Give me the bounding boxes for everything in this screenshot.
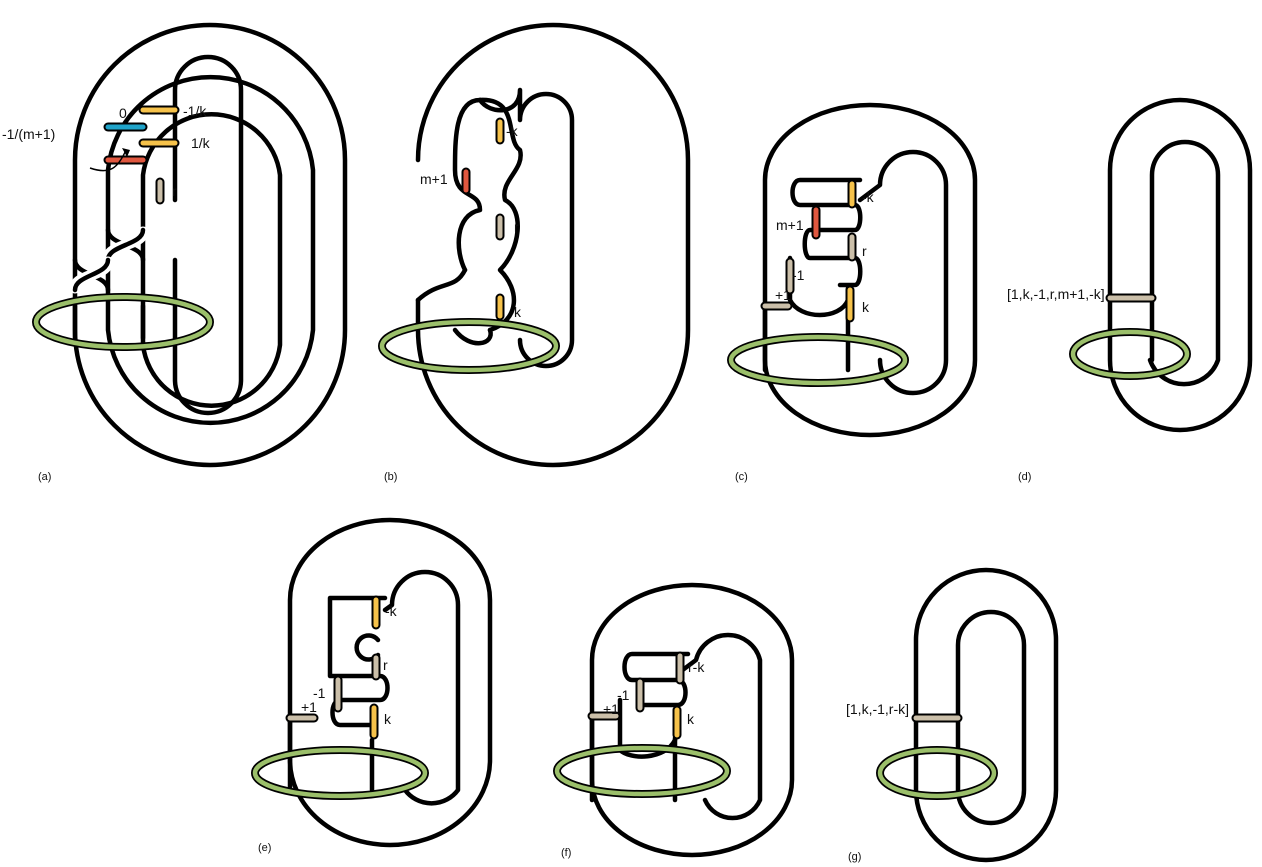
label-f-r-minus-k: r-k bbox=[688, 659, 705, 675]
caption-a: (a) bbox=[38, 471, 51, 483]
panel-c: -k m+1 r -1 +1 k (c) bbox=[727, 102, 978, 483]
label-e-neg-one: -1 bbox=[313, 685, 326, 701]
label-b-k: k bbox=[514, 304, 522, 320]
chain-c-1 bbox=[790, 177, 863, 288]
caption-b: (b) bbox=[384, 471, 397, 483]
chain-b-right bbox=[477, 97, 523, 333]
strand-a-4 bbox=[172, 54, 244, 416]
strand-f-outer bbox=[589, 582, 795, 858]
strand-g-inner bbox=[955, 609, 1027, 826]
label-b-m1: m+1 bbox=[420, 171, 448, 187]
panel-a: 0 -1/k 1/k r -1/(m+1) (a) bbox=[2, 22, 348, 483]
label-e-r: r bbox=[383, 657, 388, 673]
strand-e-outer bbox=[287, 517, 493, 848]
strand-d-inner bbox=[1147, 139, 1221, 387]
caption-e: (e) bbox=[258, 842, 271, 854]
strand-a-3 bbox=[140, 112, 283, 408]
strand-a-2 bbox=[105, 74, 316, 426]
label-b-neg-k: -k bbox=[506, 123, 519, 139]
label-a-neg-inv-k: -1/k bbox=[183, 103, 207, 119]
strand-a-outer bbox=[72, 22, 348, 468]
strand-d-outer bbox=[1107, 97, 1253, 433]
caption-f: (f) bbox=[561, 847, 571, 859]
green-circle-g bbox=[877, 747, 997, 799]
green-circle-e bbox=[252, 747, 428, 799]
strand-b-inner-loop bbox=[477, 87, 575, 369]
green-circle-b bbox=[379, 319, 559, 373]
label-a-neg-inv-m1: -1/(m+1) bbox=[2, 126, 55, 142]
strand-c-outer bbox=[762, 102, 978, 438]
twist-a-2 bbox=[105, 227, 146, 263]
label-f-k: k bbox=[687, 711, 695, 727]
label-e-k: k bbox=[384, 711, 392, 727]
chain-f-1 bbox=[622, 651, 691, 708]
green-circle-a bbox=[33, 294, 213, 350]
label-c-plus-one: +1 bbox=[775, 287, 791, 303]
green-circle-c bbox=[728, 334, 908, 386]
caption-c: (c) bbox=[735, 471, 748, 483]
label-f-neg-one: -1 bbox=[617, 687, 630, 703]
caption-g: (g) bbox=[848, 851, 861, 863]
label-a-zero: 0 bbox=[119, 105, 127, 121]
chain-e-1 bbox=[327, 595, 390, 728]
arrow-a bbox=[89, 149, 127, 172]
arrowhead-a bbox=[122, 148, 130, 157]
panel-g: [1,k,-1,r-k] (g) bbox=[846, 567, 1059, 863]
panel-b: -k m+1 r k (b) bbox=[378, 22, 691, 483]
label-c-r: r bbox=[862, 243, 867, 259]
strand-f-inner-loop bbox=[677, 632, 763, 821]
label-e-plus-one: +1 bbox=[301, 699, 317, 715]
green-circle-d bbox=[1070, 329, 1190, 379]
label-a-inv-k: 1/k bbox=[191, 135, 211, 151]
strand-e-inner-loop bbox=[382, 569, 461, 806]
panel-d: [1,k,-1,r,m+1,-k] (d) bbox=[1007, 97, 1253, 483]
loop-e-circle bbox=[354, 633, 381, 662]
panel-f: r-k -1 +1 k (f) bbox=[553, 582, 795, 859]
label-c-m1: m+1 bbox=[776, 217, 804, 233]
label-e-neg-k: -k bbox=[385, 603, 398, 619]
strand-c-inner-loop bbox=[857, 149, 949, 396]
green-circle-f bbox=[554, 745, 730, 797]
label-b-r: r bbox=[514, 219, 519, 235]
label-d-bracket: [1,k,-1,r,m+1,-k] bbox=[1007, 286, 1105, 302]
label-f-plus-one: +1 bbox=[603, 701, 619, 717]
strand-g-outer bbox=[913, 567, 1059, 863]
caption-d: (d) bbox=[1018, 471, 1031, 483]
label-a-r: r bbox=[172, 183, 177, 199]
label-c-neg-one: -1 bbox=[792, 267, 805, 283]
label-c-k: k bbox=[862, 299, 870, 315]
label-g-bracket: [1,k,-1,r-k] bbox=[846, 701, 909, 717]
panel-e: -k r -1 +1 k (e) bbox=[251, 517, 493, 854]
strand-b-outer bbox=[415, 22, 691, 468]
twist-a-4 bbox=[72, 257, 111, 293]
label-c-neg-k: -k bbox=[862, 189, 875, 205]
